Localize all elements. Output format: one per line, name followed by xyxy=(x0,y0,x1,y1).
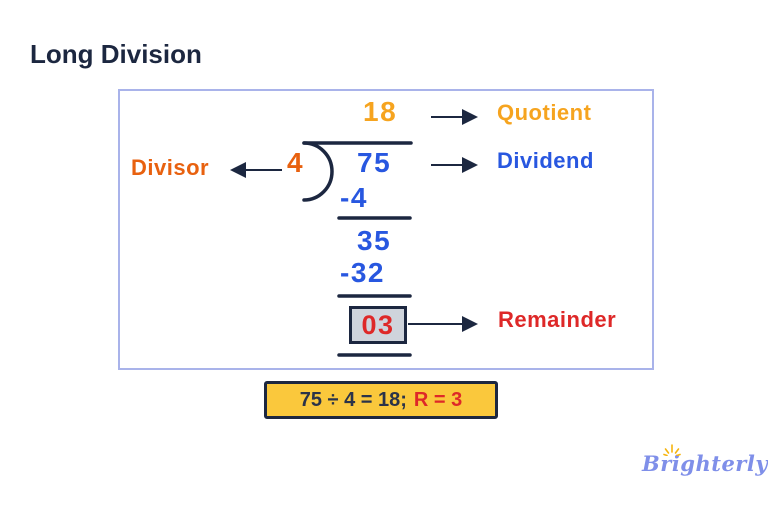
quotient-value: 18 xyxy=(363,96,398,127)
dividend-value: 75 xyxy=(357,147,392,178)
brighterly-logo: Brighterly xyxy=(642,444,768,485)
remainder-value: 03 xyxy=(361,309,395,340)
divisor-value: 4 xyxy=(287,147,305,178)
label-remainder: Remainder xyxy=(498,307,617,332)
page-title: Long Division xyxy=(30,39,202,69)
brighterly-logo-text: Brighterly xyxy=(642,451,768,476)
label-dividend: Dividend xyxy=(497,148,594,173)
equation-expression: 75 ÷ 4 = 18; xyxy=(299,389,407,411)
sun-rays-icon xyxy=(663,444,681,456)
bring-down-value: 35 xyxy=(357,225,392,256)
subtraction2-value: -32 xyxy=(340,257,385,288)
label-quotient: Quotient xyxy=(497,100,592,125)
division-bracket xyxy=(302,141,334,202)
remainder-value-box: 03 xyxy=(349,306,407,344)
division-lines-and-arrows xyxy=(230,109,478,357)
division-diagram-box: 18 4 75 -4 35 -32 03 Quotient Dividend D… xyxy=(118,89,654,370)
equation-summary-box: 75 ÷ 4 = 18; R = 3 xyxy=(264,381,498,419)
label-divisor: Divisor xyxy=(131,155,210,180)
subtraction1-value: -4 xyxy=(340,182,368,213)
equation-remainder: R = 3 xyxy=(413,389,463,411)
